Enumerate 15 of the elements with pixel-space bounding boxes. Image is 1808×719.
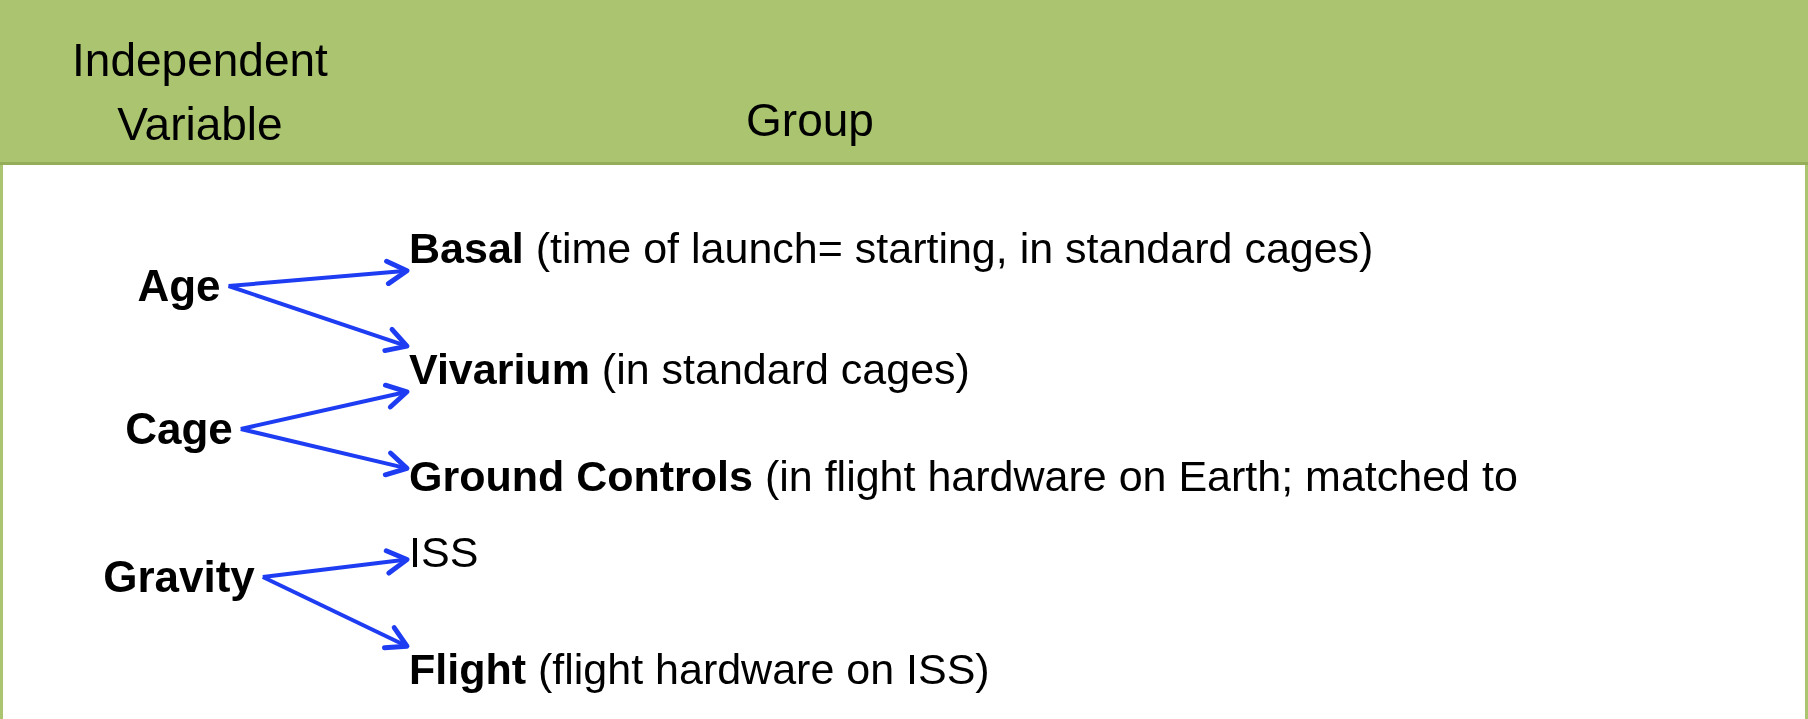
arrow	[262, 548, 410, 579]
arrow	[240, 382, 410, 431]
variable-label: Age	[137, 258, 221, 314]
group-description: Basal (time of launch= starting, in standard cages)	[409, 210, 1789, 286]
variable-label: Gravity	[103, 549, 255, 605]
column-heading: Group	[745, 93, 875, 148]
arrow	[227, 284, 410, 353]
group-description: Flight (flight hardware on ISS)	[409, 631, 1789, 707]
arrow	[261, 575, 410, 651]
group-description: Vivarium (in standard cages)	[409, 331, 1789, 407]
arrow	[228, 258, 410, 288]
group-description: Ground Controls (in flight hardware on Earth; matched to ISS	[409, 438, 1529, 590]
arrow	[240, 427, 410, 478]
column-heading: Independent Variable	[71, 33, 329, 152]
variable-label: Cage	[125, 401, 233, 457]
